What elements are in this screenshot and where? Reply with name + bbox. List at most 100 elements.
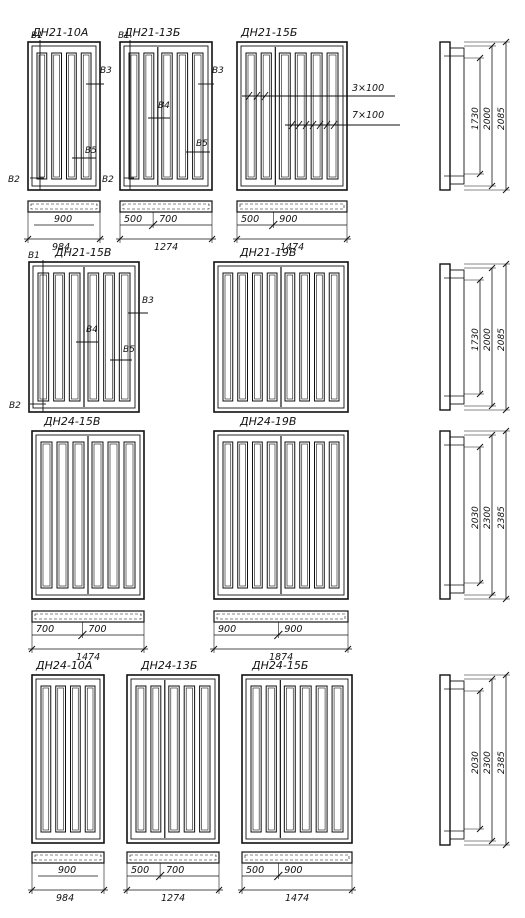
dim-tick	[348, 886, 356, 894]
mark-В3: В3	[86, 66, 112, 85]
door-panel	[284, 441, 296, 589]
door-panel-inner	[328, 54, 337, 178]
door-panel-inner	[224, 443, 232, 587]
door-panel-inner	[301, 443, 308, 587]
door-panel-inner	[170, 687, 178, 831]
dim-part: 900	[284, 624, 302, 635]
dim-total: 1274	[154, 242, 178, 253]
plan-dn24-10a: 900 984	[28, 851, 108, 904]
dim-total: 1474	[280, 242, 304, 253]
dim-tick	[100, 886, 108, 894]
mark-label: В3	[212, 66, 224, 76]
door-dn21-19v: ДН21-19В	[213, 246, 349, 413]
plan-hatch	[34, 613, 142, 620]
plan-hatch	[216, 613, 346, 620]
door-dn21-15v: ДН21-15В	[28, 246, 140, 413]
door-panel-inner	[224, 274, 232, 400]
door-panel	[260, 52, 272, 180]
door-panel-inner	[57, 687, 64, 831]
door-panel-inner	[93, 443, 102, 587]
door-panel-inner	[163, 54, 171, 178]
mark-В5: В5	[72, 146, 97, 159]
section-dim: 1730	[471, 328, 481, 351]
mark-label: В1	[118, 31, 130, 41]
door-panel-inner	[281, 54, 289, 178]
plan-hatch	[34, 854, 102, 861]
door-panel	[331, 685, 344, 833]
door-panel	[266, 441, 278, 589]
door-panel	[143, 52, 155, 180]
plan-hatch	[129, 854, 217, 861]
door-frame	[241, 674, 353, 844]
door-title: ДН24-10А	[35, 659, 92, 672]
door-frame-inner	[123, 45, 209, 187]
section-dim: 2085	[497, 328, 507, 351]
door-frame-inner	[240, 45, 344, 187]
note-text: 7×100	[352, 110, 384, 121]
door-panel	[283, 685, 296, 833]
mark-label: В5	[196, 139, 208, 149]
door-panel	[72, 441, 85, 589]
door-panel	[87, 272, 100, 402]
dim-part: 900	[58, 865, 76, 876]
door-panel-inner	[89, 274, 97, 400]
mark-label: В1	[28, 251, 40, 261]
door-panel-inner	[121, 274, 129, 400]
door-panel-inner	[53, 54, 60, 178]
door-panel-inner	[316, 274, 323, 400]
door-panel-inner	[185, 687, 193, 831]
door-panel-inner	[38, 54, 46, 178]
door-frame	[236, 41, 348, 191]
dim-total: 984	[56, 893, 74, 904]
door-dn24-19v: ДН24-19В	[213, 415, 349, 600]
door-panel-inner	[252, 687, 260, 831]
door-panel-inner	[333, 687, 342, 831]
door-title: ДН21-10А	[31, 26, 88, 39]
door-panel-inner	[301, 274, 308, 400]
door-panel-inner	[286, 443, 294, 587]
door-title: ДН24-15Б	[251, 659, 308, 672]
note-tick	[309, 120, 317, 130]
dim-tick	[233, 235, 241, 243]
door-panel-inner	[109, 443, 118, 587]
door-frame-inner	[35, 434, 141, 596]
plan-outline	[126, 851, 220, 864]
plan-hatch	[244, 854, 350, 861]
door-dn21-10a: ДН21-10А	[27, 26, 101, 191]
mark-В5: В5	[110, 345, 135, 361]
door-panel	[299, 685, 312, 833]
section-jamb	[439, 674, 451, 846]
door-panel-inner	[268, 274, 276, 400]
door-panel	[222, 272, 234, 402]
door-frame-inner	[35, 678, 101, 840]
door-panel-inner	[317, 687, 326, 831]
door-panel	[299, 441, 310, 589]
door-panel	[315, 685, 328, 833]
door-panel	[199, 685, 211, 833]
mark-label: В5	[85, 146, 97, 156]
dim-tick	[28, 645, 36, 653]
door-panel	[70, 685, 81, 833]
door-frame	[126, 674, 220, 844]
door-panel-inner	[86, 687, 94, 831]
mark-В3: В3	[198, 66, 224, 85]
door-panel	[294, 52, 307, 180]
door-panel	[299, 272, 310, 402]
dim-part: 500	[246, 865, 264, 876]
mark-label: В1	[31, 31, 43, 41]
dim-part: 700	[36, 624, 54, 635]
door-panel	[107, 441, 120, 589]
door-panel	[80, 52, 92, 180]
door-panel-inner	[145, 54, 153, 178]
dim-tick	[123, 886, 131, 894]
door-panel	[245, 52, 257, 180]
note-tick	[302, 120, 310, 130]
door-panel-inner	[137, 687, 145, 831]
